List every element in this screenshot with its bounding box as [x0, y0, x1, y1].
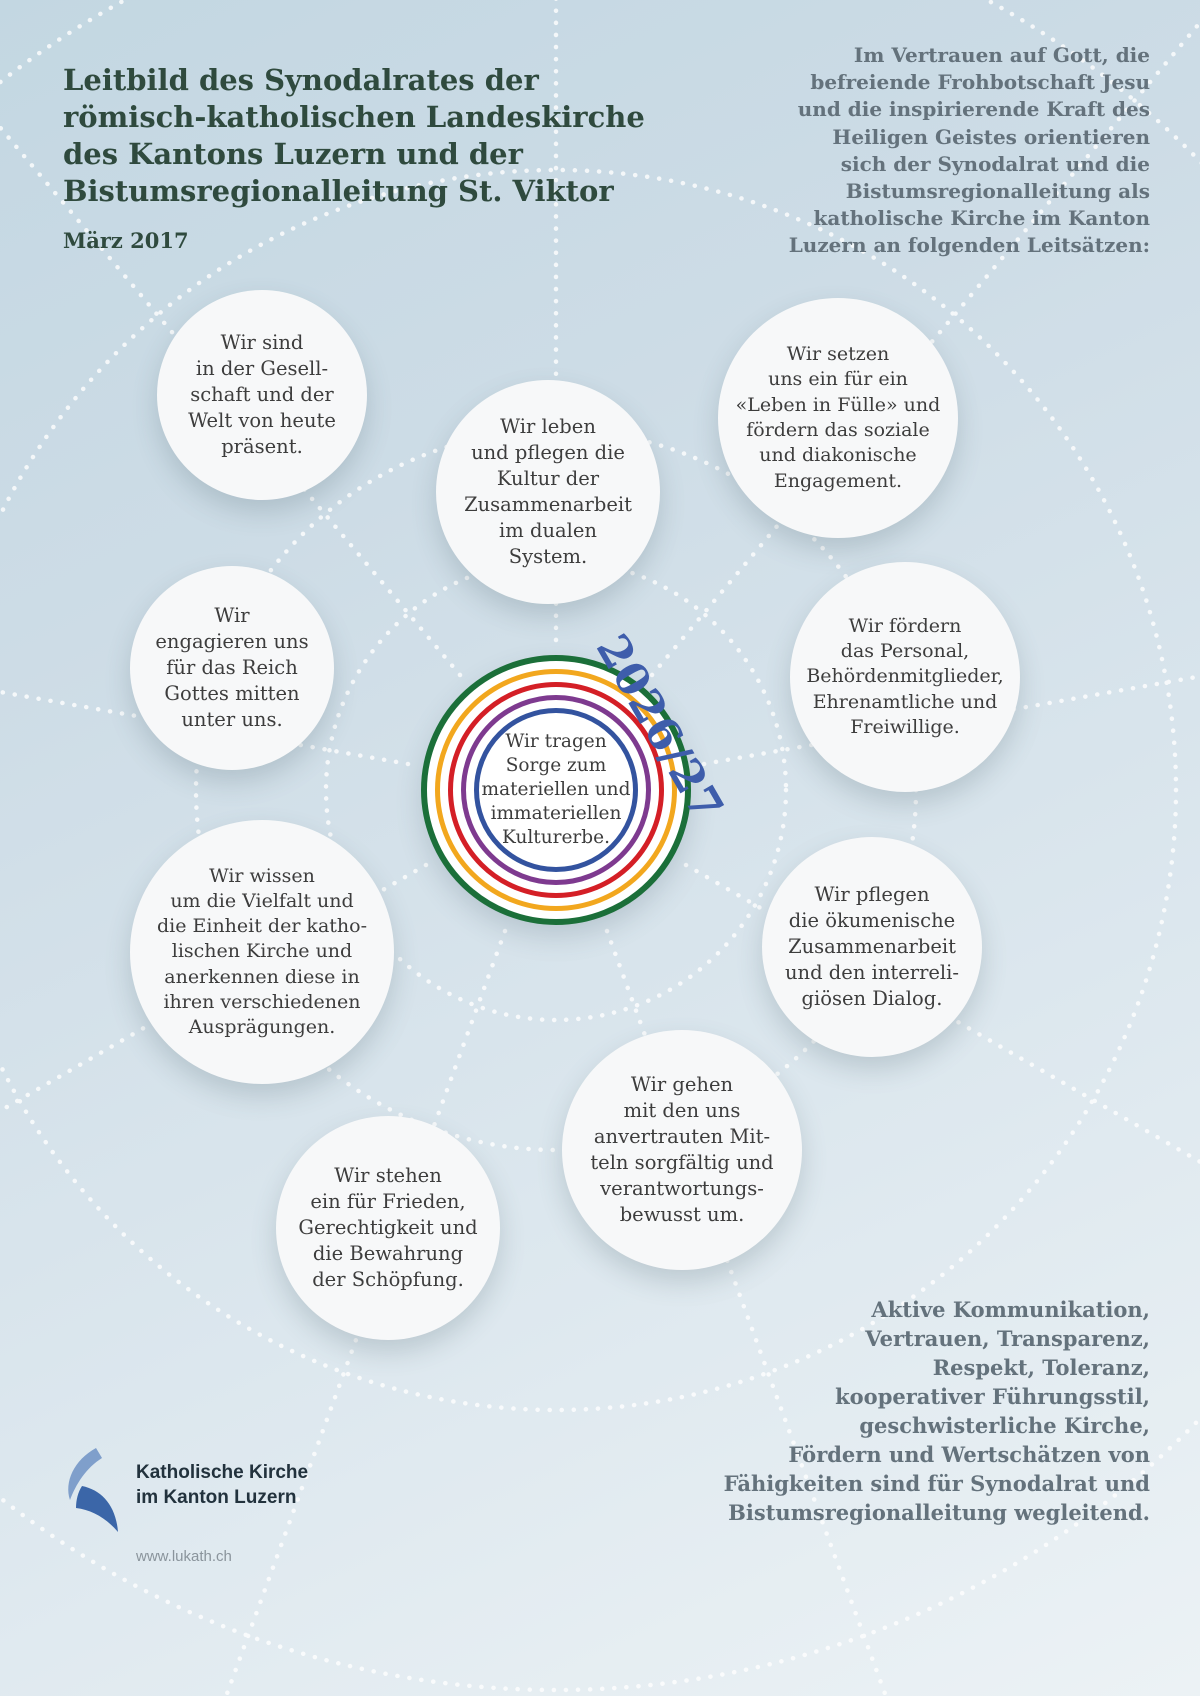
leitsatz-bubble-9: Wir stehen ein für Frieden, Gerechtigkei…: [276, 1116, 500, 1340]
leitsatz-bubble-5: Wir fördern das Personal, Behördenmitgli…: [790, 562, 1020, 792]
values-paragraph: Aktive Kommunikation, Vertrauen, Transpa…: [723, 1297, 1150, 1525]
leitsatz-bubble-6: Wir wissen um die Vielfalt und die Einhe…: [130, 820, 394, 1084]
leitsatz-bubble-8: Wir gehen mit den uns anvertrauten Mit- …: [562, 1030, 802, 1270]
leitsatz-text: Wir fördern das Personal, Behördenmitgli…: [806, 614, 1004, 738]
leitsatz-text: Wir stehen ein für Frieden, Gerechtigkei…: [298, 1164, 478, 1291]
ring-red: [448, 682, 664, 898]
leitsatz-bubble-3: Wir setzen uns ein für ein «Leben in Fül…: [718, 298, 958, 538]
center-statement-text: Wir tragen Sorge zum materiellen und imm…: [481, 730, 631, 849]
ring-purple: [461, 695, 651, 885]
church-logo-icon: [62, 1448, 124, 1536]
poster-title: Leitbild des Synodalrates der römisch-ka…: [63, 63, 645, 209]
publication-date: März 2017: [63, 228, 189, 253]
logo-wordmark: Katholische Kirche im Kanton Luzern: [136, 1462, 309, 1509]
leitsatz-bubble-4: Wir engagieren uns für das Reich Gottes …: [130, 566, 334, 770]
leitsatz-text: Wir sind in der Gesell- schaft und der W…: [188, 331, 336, 458]
center-rings: Wir tragen Sorge zum materiellen und imm…: [421, 655, 691, 925]
website-link[interactable]: www.lukath.ch: [136, 1548, 232, 1565]
leitsatz-text: Wir engagieren uns für das Reich Gottes …: [155, 604, 309, 731]
leitsatz-text: Wir setzen uns ein für ein «Leben in Fül…: [735, 343, 941, 492]
intro-paragraph: Im Vertrauen auf Gott, die befreiende Fr…: [788, 43, 1150, 258]
leitsatz-text: Wir leben und pflegen die Kultur der Zus…: [464, 415, 632, 568]
leitsatz-text: Wir wissen um die Vielfalt und die Einhe…: [156, 864, 368, 1039]
leitsatz-bubble-7: Wir pflegen die ökumenische Zusammenarbe…: [762, 837, 982, 1057]
leitsatz-text: Wir gehen mit den uns anvertrauten Mit- …: [590, 1073, 774, 1226]
leitsatz-text: Wir pflegen die ökumenische Zusammenarbe…: [785, 883, 959, 1010]
leitsatz-bubble-2: Wir leben und pflegen die Kultur der Zus…: [436, 380, 660, 604]
center-statement: Wir tragen Sorge zum materiellen und imm…: [481, 715, 631, 865]
ring-yellow: [435, 669, 677, 911]
leitsatz-bubble-1: Wir sind in der Gesell- schaft und der W…: [157, 290, 367, 500]
ring-blue: [474, 708, 638, 872]
